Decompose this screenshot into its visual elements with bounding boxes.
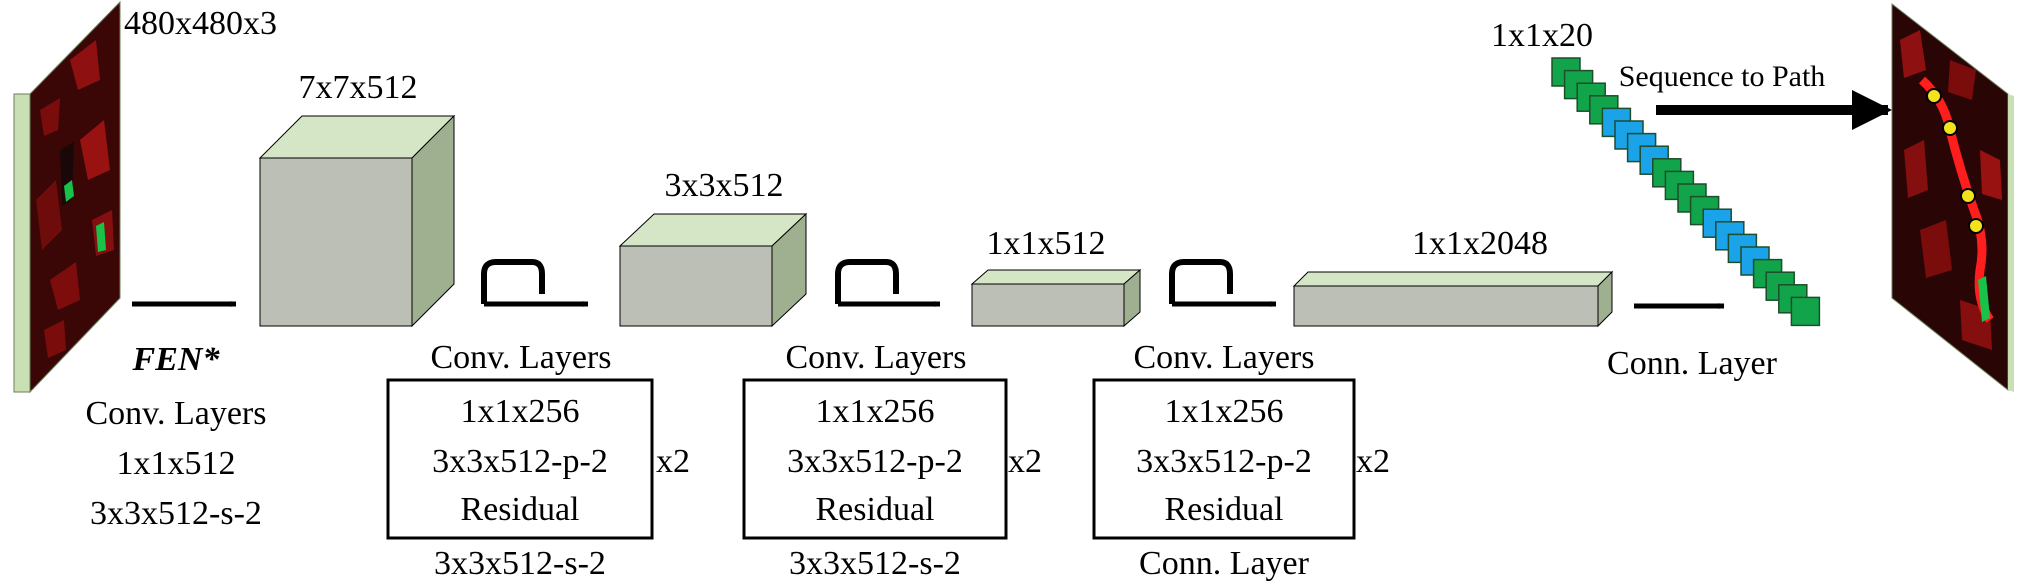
feature-volume-3x3 xyxy=(618,212,808,328)
output-sequence xyxy=(1551,57,1821,327)
volume-3-label: 1x1x512 xyxy=(987,225,1106,262)
loop-arrow-3 xyxy=(1169,259,1277,307)
volume-4-label: 1x1x2048 xyxy=(1412,225,1548,262)
fen-line-2: 1x1x512 xyxy=(117,445,236,482)
block-2-footer: 3x3x512-s-2 xyxy=(789,545,961,582)
block-3-row-2: 3x3x512-p-2 xyxy=(1136,443,1312,480)
block-1-footer: 3x3x512-s-2 xyxy=(434,545,606,582)
fen-title: FEN* xyxy=(132,341,221,378)
block-1-row-3: Residual xyxy=(461,491,580,528)
block-3-box xyxy=(1092,378,1356,540)
block-2-heading: Conv. Layers xyxy=(786,339,967,376)
block-1-repeat: x2 xyxy=(656,443,690,480)
feature-volume-7x7 xyxy=(258,114,456,328)
loop-arrow-2 xyxy=(835,259,941,307)
sequence-cell xyxy=(1790,296,1821,327)
block-3-row-3: Residual xyxy=(1165,491,1284,528)
block-1-heading: Conv. Layers xyxy=(431,339,612,376)
block-3-repeat: x2 xyxy=(1356,443,1390,480)
sequence-to-path-label: Sequence to Path xyxy=(1619,60,1826,93)
fen-line-3: 3x3x512-s-2 xyxy=(90,495,262,532)
feature-volume-1x1x512 xyxy=(970,268,1142,328)
block-3-row-1: 1x1x256 xyxy=(1165,393,1284,430)
conn-layer-label: Conn. Layer xyxy=(1607,345,1778,382)
block-2-repeat: x2 xyxy=(1008,443,1042,480)
block-2-box xyxy=(742,378,1008,540)
block-1-row-1: 1x1x256 xyxy=(461,393,580,430)
input-size-label: 480x480x3 xyxy=(124,5,277,42)
block-1-box xyxy=(386,378,654,540)
volume-1-label: 7x7x512 xyxy=(299,69,418,106)
volume-2-label: 3x3x512 xyxy=(665,167,784,204)
block-3-heading: Conv. Layers xyxy=(1134,339,1315,376)
block-2-row-2: 3x3x512-p-2 xyxy=(787,443,963,480)
fen-line-1: Conv. Layers xyxy=(86,395,267,432)
block-2-row-1: 1x1x256 xyxy=(816,393,935,430)
loop-arrow-1 xyxy=(481,259,589,307)
block-1-row-2: 3x3x512-p-2 xyxy=(432,443,608,480)
block-3-footer: Conn. Layer xyxy=(1139,545,1310,582)
input-image xyxy=(13,0,121,394)
output-path-image xyxy=(1891,2,2014,392)
sequence-size-label: 1x1x20 xyxy=(1491,17,1593,54)
feature-volume-1x1x2048 xyxy=(1292,270,1614,328)
block-2-row-3: Residual xyxy=(816,491,935,528)
